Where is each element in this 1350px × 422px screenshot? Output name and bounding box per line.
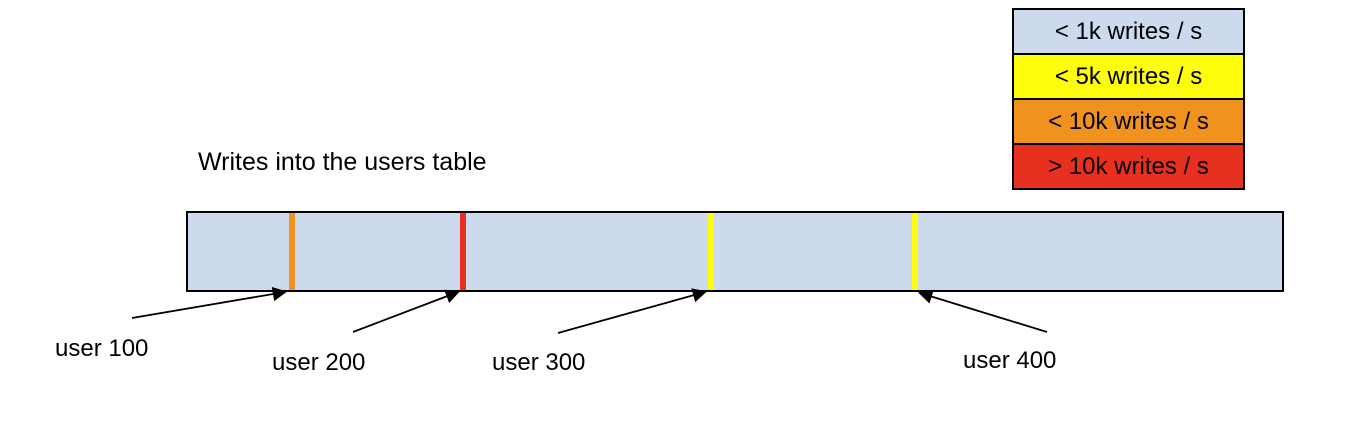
legend-item-label: < 5k writes / s bbox=[1054, 62, 1203, 90]
label-user-100: user 100 bbox=[55, 335, 149, 362]
arrow-user-100 bbox=[131, 286, 288, 319]
label-user-300: user 300 bbox=[492, 349, 586, 376]
arrow-user-200 bbox=[352, 289, 461, 333]
label-user-400: user 400 bbox=[963, 347, 1057, 374]
legend-item-label: < 1k writes / s bbox=[1054, 17, 1203, 45]
legend-item-lt-10k: < 10k writes / s bbox=[1012, 98, 1245, 145]
arrow-user-300 bbox=[557, 288, 708, 334]
legend-item-lt-5k: < 5k writes / s bbox=[1012, 53, 1245, 100]
legend-item-gt-10k: > 10k writes / s bbox=[1012, 143, 1245, 190]
write-hotspot-user-400 bbox=[912, 213, 918, 290]
arrow-user-400 bbox=[917, 289, 1048, 333]
label-user-200: user 200 bbox=[272, 349, 366, 376]
write-hotspot-user-300 bbox=[708, 213, 714, 290]
legend-item-lt-1k: < 1k writes / s bbox=[1012, 8, 1245, 55]
diagram-title: Writes into the users table bbox=[198, 148, 487, 176]
users-table-band bbox=[186, 211, 1284, 292]
write-hotspot-user-100 bbox=[289, 213, 295, 290]
legend-item-label: < 10k writes / s bbox=[1048, 107, 1209, 135]
legend-item-label: > 10k writes / s bbox=[1048, 152, 1209, 180]
write-hotspot-user-200 bbox=[460, 213, 466, 290]
legend: < 1k writes / s < 5k writes / s < 10k wr… bbox=[1012, 8, 1245, 190]
